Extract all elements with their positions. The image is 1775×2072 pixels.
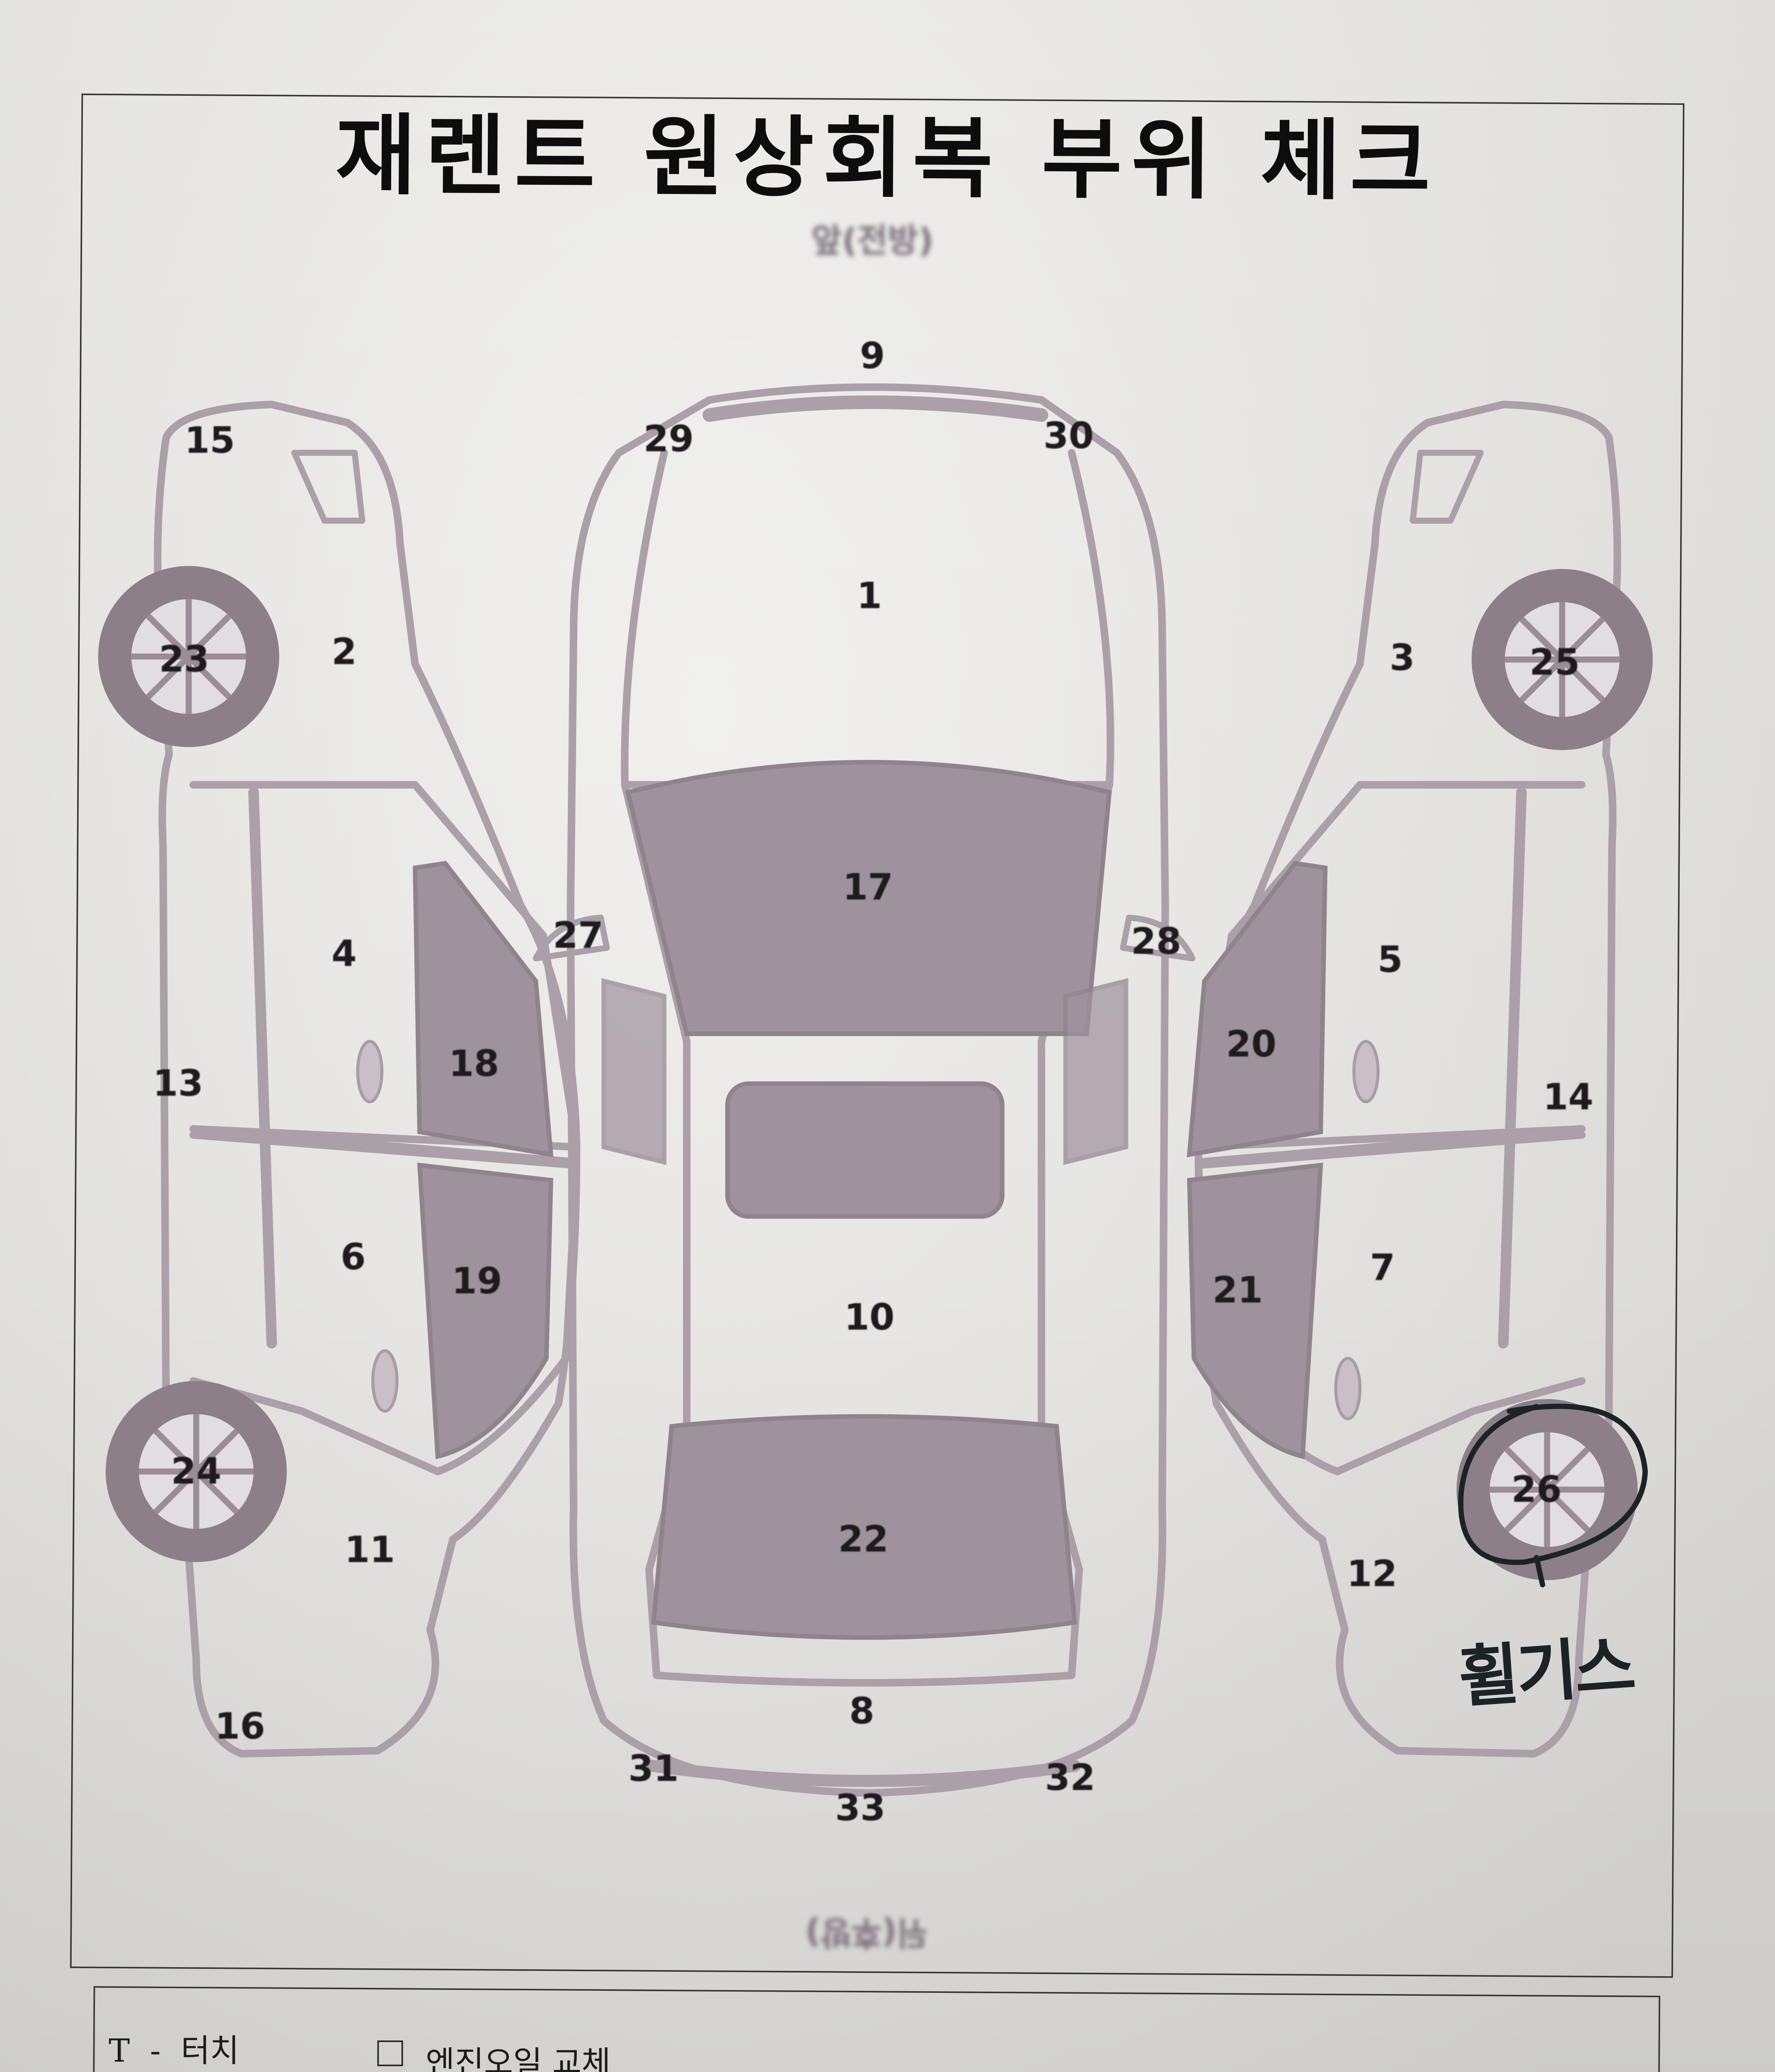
left-front-handle-icon [356,1040,384,1104]
wheel-25-icon [1471,569,1653,750]
handwritten-note: 휠기스 [1456,1628,1635,1718]
front-direction-label: 앞(전방) [811,223,934,261]
left-sill [248,787,277,1349]
right-rear-handle-icon [1334,1357,1362,1421]
wheels [98,566,1653,1581]
left-rear-handle-icon [371,1349,399,1413]
left-front-door [189,781,581,1151]
part-label-24[interactable]: 24 [171,1450,222,1493]
part-label-1[interactable]: 1 [857,575,882,617]
top-left-side-glass [601,978,666,1165]
part-label-13[interactable]: 13 [153,1062,203,1105]
left-side-body-outline [154,400,581,1758]
sunroof-glass [725,1081,1005,1219]
left-rear-door [189,1131,581,1476]
wheel-23-icon [98,566,279,747]
part-label-25[interactable]: 25 [1529,641,1580,684]
part-label-28[interactable]: 28 [1131,920,1182,963]
part-label-10[interactable]: 10 [844,1296,895,1339]
part-label-26[interactable]: 26 [1511,1468,1562,1511]
wheel-24-icon [105,1381,287,1562]
part-label-5[interactable]: 5 [1377,939,1403,981]
legend-touch: T - 터치 [109,2033,240,2070]
right-rear-window-glass [1187,1162,1323,1460]
right-front-door [1194,781,1586,1151]
windshield-glass [625,760,1112,1036]
right-front-handle-icon [1352,1040,1380,1104]
wheel-26-icon [1456,1399,1638,1581]
hood-outline [621,449,1114,789]
left-headlight [291,450,366,524]
cabin-outline [621,781,1113,1687]
handwritten-circle-icon [1458,1404,1648,1588]
part-label-8[interactable]: 8 [849,1690,874,1733]
part-label-4[interactable]: 4 [331,932,357,975]
part-label-16[interactable]: 16 [215,1705,265,1748]
part-label-20[interactable]: 20 [1226,1023,1277,1066]
part-label-18[interactable]: 18 [448,1043,499,1085]
part-label-6[interactable]: 6 [340,1236,366,1278]
rear-bumper [646,1760,1081,1787]
part-label-3[interactable]: 3 [1390,637,1415,679]
part-label-22[interactable]: 22 [838,1518,889,1561]
part-label-33[interactable]: 33 [835,1787,886,1830]
part-label-15[interactable]: 15 [184,419,235,462]
engine-oil-checkbox[interactable] [377,2040,403,2066]
part-label-12[interactable]: 12 [1346,1553,1397,1595]
part-label-27[interactable]: 27 [553,915,603,957]
part-label-23[interactable]: 23 [159,638,210,681]
part-label-14[interactable]: 14 [1543,1076,1593,1118]
left-rear-window-glass [417,1162,553,1460]
top-right-side-glass [1063,978,1128,1165]
part-label-11[interactable]: 11 [344,1529,395,1571]
left-front-window-glass [413,861,554,1157]
right-sill [1498,787,1527,1349]
part-label-29[interactable]: 29 [643,418,694,460]
rear-window-glass [651,1414,1078,1640]
part-label-7[interactable]: 7 [1370,1247,1395,1289]
front-bumper [702,395,1049,422]
part-label-17[interactable]: 17 [843,866,893,909]
part-label-32[interactable]: 32 [1045,1757,1096,1799]
right-front-window-glass [1187,861,1328,1157]
part-label-2[interactable]: 2 [331,631,357,673]
part-label-21[interactable]: 21 [1212,1269,1263,1312]
part-label-9[interactable]: 9 [860,335,885,378]
engine-oil-label: 엔진오일 교체 [426,2045,611,2072]
right-mirror [1120,915,1196,961]
part-label-19[interactable]: 19 [452,1260,502,1303]
right-headlight [1409,450,1484,524]
right-side-body-outline [1194,400,1621,1758]
part-label-31[interactable]: 31 [628,1748,679,1790]
part-label-30[interactable]: 30 [1043,415,1094,457]
